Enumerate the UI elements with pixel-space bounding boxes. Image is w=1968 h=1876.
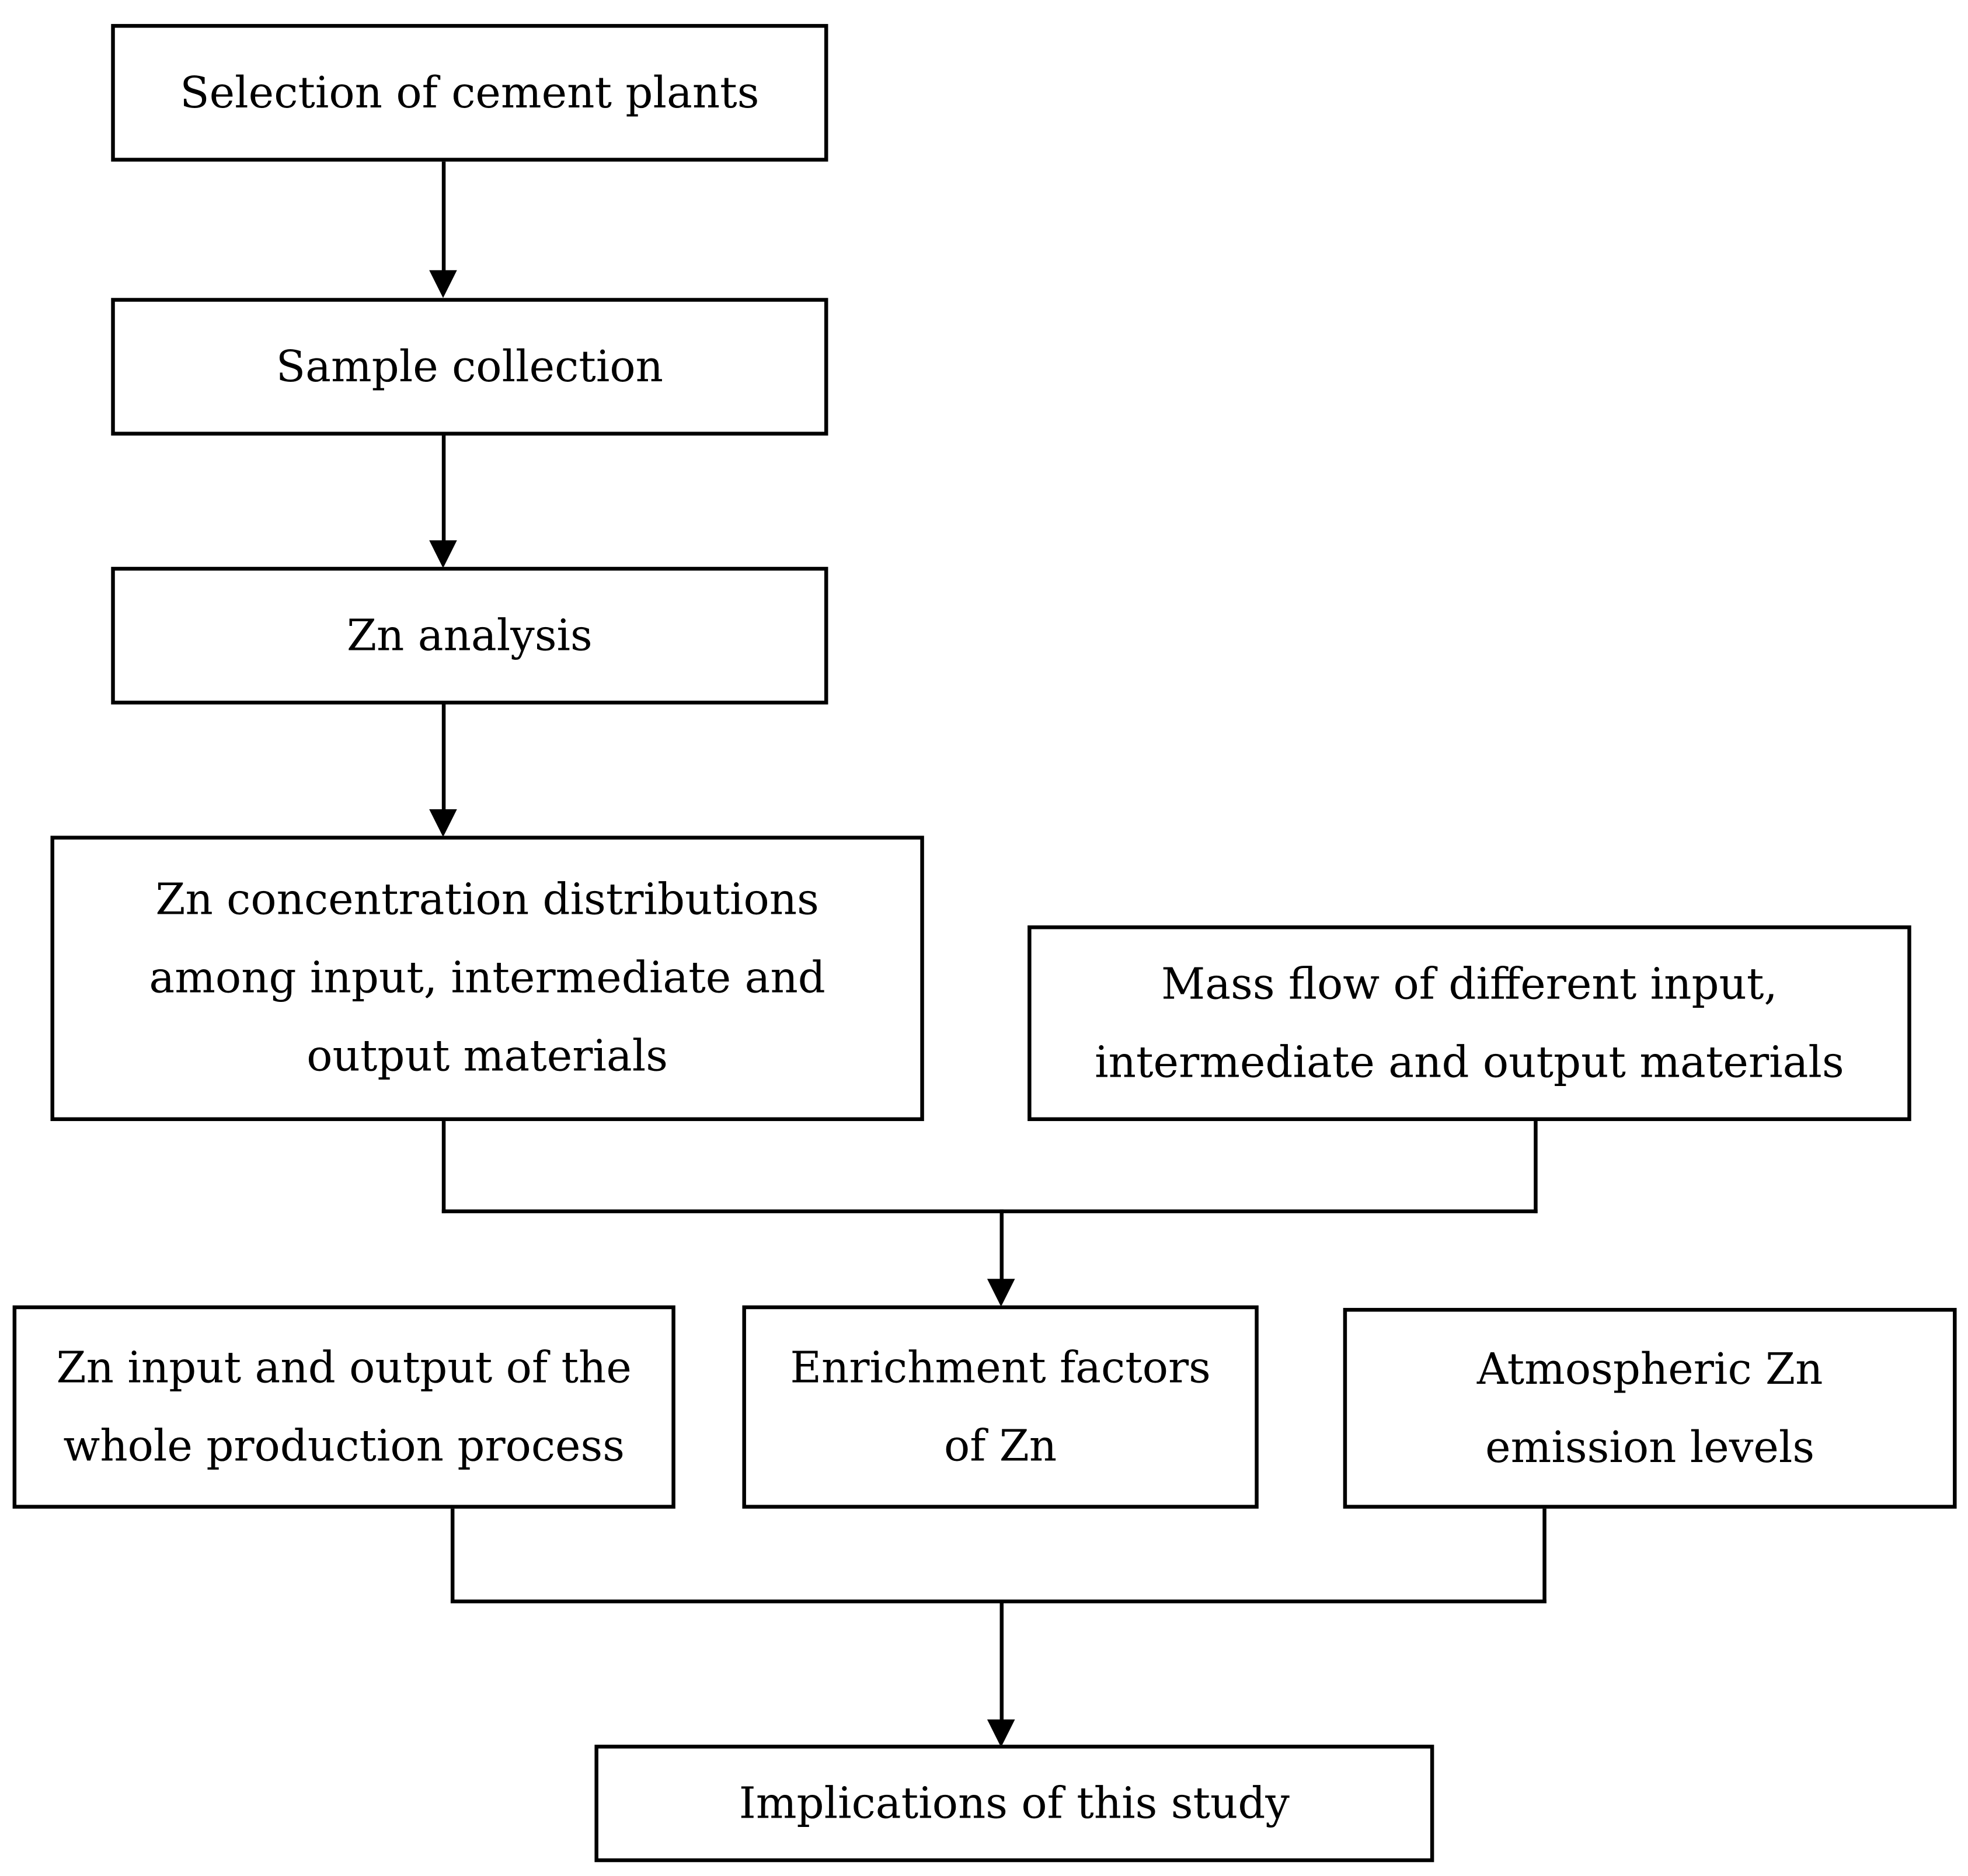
arrowhead (987, 1279, 1015, 1307)
connector-line (1542, 1508, 1546, 1603)
connector-line (999, 1599, 1004, 1721)
connector-line (441, 704, 446, 811)
box-label: Implications of this study (739, 1778, 1290, 1829)
box-label-line-2: among input, intermediate and (149, 953, 825, 1004)
box-label-line-1: Enrichment factors (790, 1342, 1211, 1393)
box-enrichment-factors: Enrichment factors of Zn (742, 1305, 1259, 1509)
box-label-line-1: Mass flow of different input, (1161, 959, 1778, 1010)
box-implications: Implications of this study (594, 1745, 1434, 1863)
connector-line (441, 1121, 446, 1213)
box-label-line-2: intermediate and output materials (1095, 1037, 1844, 1088)
box-atmospheric-zn-emission: Atmospheric Zn emission levels (1343, 1308, 1957, 1509)
connector-line (441, 1209, 1538, 1213)
arrowhead (429, 809, 457, 837)
connector-line (999, 1209, 1004, 1280)
box-label: Zn analysis (346, 610, 593, 661)
box-zn-analysis: Zn analysis (111, 566, 828, 705)
box-label: Selection of cement plants (180, 67, 760, 119)
connector-line (441, 161, 446, 273)
connector-line (1534, 1121, 1538, 1213)
connector-line (450, 1599, 1546, 1603)
arrowhead (429, 270, 457, 298)
box-label-line-1: Zn input and output of the (56, 1342, 632, 1393)
box-zn-input-output: Zn input and output of the whole product… (12, 1305, 675, 1509)
box-label: Sample collection (276, 341, 663, 392)
arrowhead (429, 540, 457, 568)
box-label-line-1: Atmospheric Zn (1476, 1344, 1823, 1395)
box-mass-flow: Mass flow of different input, intermedia… (1027, 925, 1911, 1122)
box-zn-concentration-distributions: Zn concentration distributions among inp… (50, 836, 924, 1122)
box-sample-collection: Sample collection (111, 298, 828, 436)
connector-line (450, 1508, 455, 1603)
box-label-line-2: of Zn (943, 1421, 1057, 1472)
box-label-line-2: emission levels (1485, 1422, 1815, 1473)
box-label-line-1: Zn concentration distributions (155, 875, 819, 925)
arrowhead (987, 1719, 1015, 1748)
connector-line (441, 435, 446, 542)
box-label-line-2: whole production process (63, 1421, 625, 1472)
box-label-line-3: output materials (306, 1031, 668, 1083)
box-selection-of-cement-plants: Selection of cement plants (111, 24, 828, 162)
